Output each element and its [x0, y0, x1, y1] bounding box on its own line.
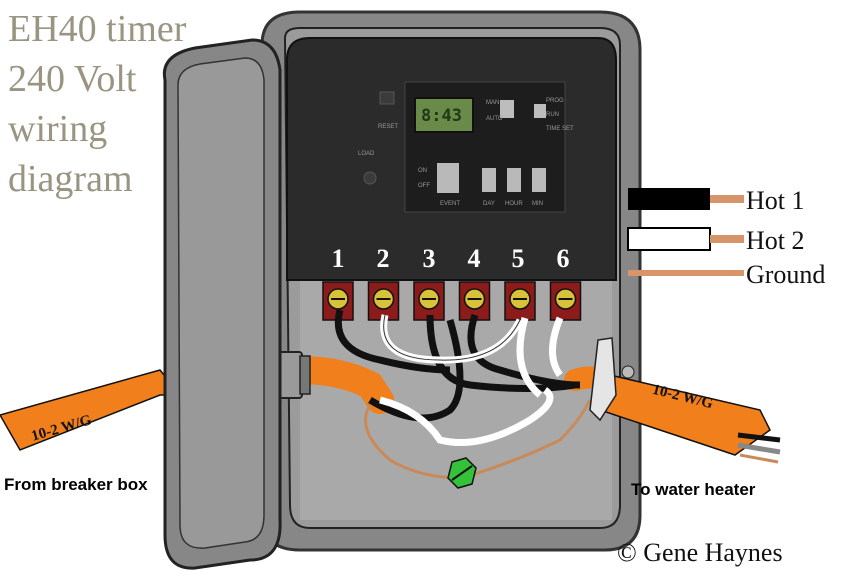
hour-label: HOUR	[505, 201, 523, 207]
min-button[interactable]	[532, 168, 546, 192]
day-label: DAY	[483, 201, 495, 207]
terminal-number-5: 5	[511, 244, 525, 273]
left-cable: 10-2 W/G	[0, 369, 182, 451]
from-breaker-label: From breaker box	[4, 475, 148, 494]
min-label: MIN	[532, 201, 543, 207]
man-label: MAN	[486, 100, 499, 106]
left-fitting	[277, 351, 311, 399]
title-line-1: EH40 timer	[8, 8, 187, 50]
legend-hot2: Hot 2	[746, 226, 805, 255]
hot1-wire-swatch	[628, 188, 710, 210]
to-water-heater-label: To water heater	[631, 480, 756, 499]
man-auto-switch[interactable]	[500, 100, 514, 118]
title-line-3: wiring	[8, 108, 108, 150]
load-indicator	[363, 171, 377, 185]
prog-switch[interactable]	[534, 104, 546, 118]
terminal-number-1: 1	[331, 244, 345, 273]
enclosure-door	[162, 38, 282, 570]
run-label: RUN	[546, 112, 559, 118]
on-label: ON	[418, 168, 427, 174]
prog-label: PROG	[546, 98, 564, 104]
lcd-display	[414, 97, 474, 133]
terminal-number-6: 6	[556, 244, 570, 273]
day-button[interactable]	[482, 168, 496, 192]
load-label: LOAD	[358, 151, 375, 157]
legend-ground: Ground	[746, 260, 826, 289]
terminal-number-2: 2	[376, 244, 390, 273]
timer-panel: 8:43 MAN AUTO PROG RUN TIME SET EVENT DA…	[286, 37, 617, 281]
legend-swatches	[627, 188, 744, 276]
title-line-2: 240 Volt	[8, 58, 137, 100]
lcd-readout: 8:43	[421, 106, 462, 126]
legend-hot1: Hot 1	[746, 186, 805, 215]
ground-wire-swatch	[628, 270, 744, 276]
terminal-number-3: 3	[422, 244, 436, 273]
hour-button[interactable]	[507, 168, 521, 192]
off-label: OFF	[418, 183, 430, 189]
event-button[interactable]	[437, 163, 459, 193]
event-label: EVENT	[440, 201, 460, 207]
terminal-number-4: 4	[467, 244, 481, 273]
ground-screw	[447, 457, 477, 489]
terminal-strip	[322, 281, 582, 321]
reset-button[interactable]	[379, 91, 395, 105]
hot2-wire-swatch	[627, 227, 711, 251]
auto-label: AUTO	[486, 116, 503, 122]
right-clamp	[589, 337, 635, 422]
reset-label: RESET	[378, 124, 398, 130]
credit: © Gene Haynes	[617, 538, 783, 567]
time-set-label: TIME SET	[546, 126, 574, 132]
title-line-4: diagram	[8, 158, 133, 200]
